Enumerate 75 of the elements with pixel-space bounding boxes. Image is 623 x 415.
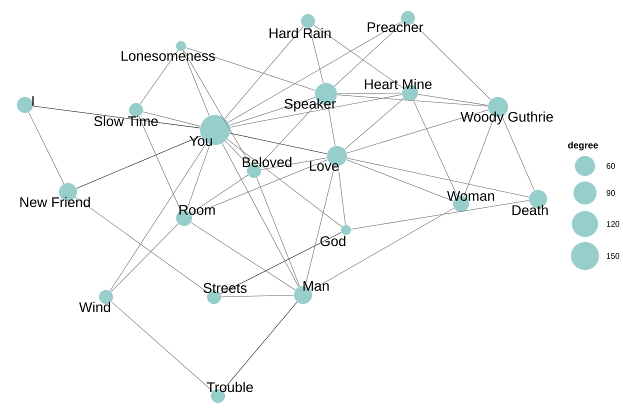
edge-line: [226, 138, 342, 228]
node-circle: [341, 225, 351, 235]
legend-label: 120: [606, 221, 620, 227]
edge-line: [310, 208, 454, 291]
node-label: Death: [512, 204, 548, 216]
edge-line: [346, 159, 454, 202]
edge-line: [110, 224, 179, 292]
node-label: Love: [310, 161, 339, 171]
edge-line: [346, 158, 530, 198]
node-label: New Friend: [20, 196, 90, 208]
edge-line: [336, 94, 488, 107]
edge-line: [110, 142, 207, 292]
legend-label: 60: [606, 163, 615, 169]
edge-line: [224, 26, 304, 119]
node-label: I: [32, 96, 34, 106]
edge-line: [220, 232, 342, 294]
edge-line: [260, 158, 328, 170]
node-label: Woody Guthrie: [460, 111, 553, 125]
edge-line: [304, 166, 335, 286]
edge-line: [418, 94, 488, 106]
edge-line: [222, 143, 299, 288]
node-label: Preacher: [368, 22, 424, 32]
edge-line: [32, 106, 200, 128]
edge-line: [230, 132, 328, 154]
edge-line: [140, 50, 178, 104]
node-label: Man: [304, 281, 329, 291]
node-label: Hard Rain: [270, 28, 331, 38]
edge-line: [344, 98, 404, 150]
edge-line: [412, 22, 492, 100]
node-circle: [129, 103, 143, 117]
edge-line: [229, 97, 316, 126]
edge-line: [464, 116, 495, 197]
edge-line: [111, 301, 213, 392]
edge-line: [336, 92, 402, 94]
edge-line: [222, 302, 298, 391]
node-label: God: [320, 236, 346, 246]
edge-line: [186, 144, 210, 211]
edge-line: [138, 116, 181, 211]
node-label: Speaker: [284, 98, 336, 112]
edge-line: [76, 136, 202, 189]
legend-label: 90: [606, 190, 615, 196]
node-circle: [17, 97, 33, 113]
edge-line: [502, 116, 535, 191]
node-label: Room: [179, 205, 215, 215]
edge-line: [314, 24, 404, 89]
edge-line: [309, 28, 324, 84]
edge-line: [346, 110, 489, 154]
edge-line: [256, 177, 300, 287]
node-label: Beloved: [242, 156, 292, 168]
edge-line: [338, 166, 346, 226]
edge-line: [413, 100, 458, 197]
edge-line: [228, 21, 402, 123]
node-label: Heart Mine: [364, 78, 432, 90]
edge-line: [230, 94, 402, 128]
edge-line: [183, 50, 251, 166]
edge-line: [220, 294, 294, 298]
edge-line: [350, 200, 530, 230]
edge-line: [190, 174, 248, 214]
node-label: Lonesomeness: [122, 51, 215, 61]
edge-line: [186, 47, 316, 91]
node-label: Wind: [79, 302, 110, 312]
edge-line: [225, 140, 250, 166]
edge-line: [334, 22, 404, 87]
legend-label: 150: [606, 253, 620, 259]
edge-line: [28, 112, 64, 184]
legend-title: degree: [568, 142, 598, 150]
edge-line: [182, 50, 210, 116]
edge-line: [328, 104, 336, 146]
edge-line: [75, 197, 208, 294]
node-circle: [176, 41, 186, 51]
node-circle: [301, 14, 315, 28]
node-label: You: [190, 136, 212, 146]
node-label: Woman: [447, 191, 494, 201]
edge-line: [258, 102, 319, 166]
edge-line: [190, 222, 296, 290]
